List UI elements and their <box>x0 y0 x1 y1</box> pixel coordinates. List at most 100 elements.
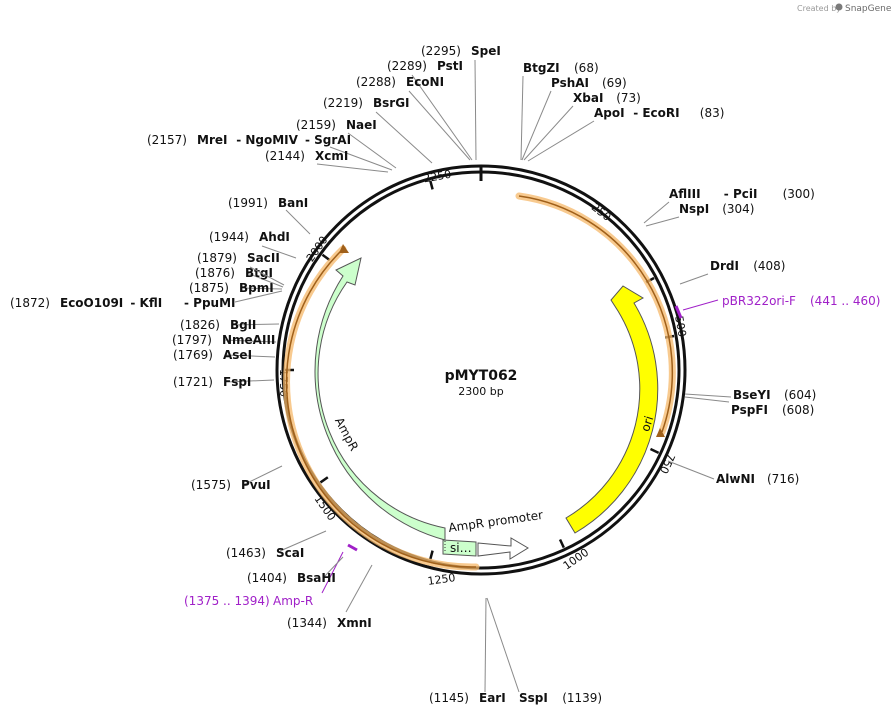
primer-amp-r-leader <box>321 551 344 594</box>
site-name[interactable]: NspI <box>679 202 709 216</box>
site-name[interactable]: EcoO109I <box>60 296 123 310</box>
site-name[interactable]: PvuI <box>241 478 271 492</box>
site-name-extra[interactable]: - KflI <box>130 296 162 310</box>
site-name[interactable]: MreI <box>197 133 227 147</box>
site-name[interactable]: BanI <box>278 196 308 210</box>
site-name[interactable]: BtgZI <box>523 61 560 75</box>
site-name[interactable]: PstI <box>437 59 463 73</box>
feature-ori-label: ori <box>638 414 656 433</box>
site-position: (83) <box>700 106 725 120</box>
site-name[interactable]: EcoNI <box>406 75 444 89</box>
site-name[interactable]: XbaI <box>573 91 603 105</box>
orf-line-ampr-region <box>285 248 477 568</box>
tick-label: 1250 <box>427 571 457 588</box>
site-leader-line <box>679 273 709 285</box>
orf-arcs <box>283 192 676 571</box>
feature-ampr-promoter[interactable] <box>477 537 529 560</box>
site-position: (1139) <box>562 691 602 705</box>
site-leader-line <box>408 90 471 161</box>
snapgene-credit: Created by SnapGene <box>797 3 892 14</box>
site-leader-line <box>645 216 680 227</box>
site-position: (1826) <box>180 318 220 332</box>
site-name[interactable]: XcmI <box>315 149 348 163</box>
site-position: (1944) <box>209 230 249 244</box>
site-position: (1876) <box>195 266 235 280</box>
primer-pbr322ori-f-range: (441 .. 460) <box>810 294 880 308</box>
site-name[interactable]: AflIII <box>669 187 701 201</box>
site-name[interactable]: SspI <box>519 691 548 705</box>
primers: pBR322ori-F (441 .. 460) (1375 .. 1394) … <box>184 294 880 608</box>
site-name[interactable]: FspI <box>223 375 251 389</box>
site-name-extra[interactable]: - PpuMI <box>184 296 236 310</box>
site-name[interactable]: NmeAIII <box>222 333 275 347</box>
plasmid-size: 2300 bp <box>458 385 503 398</box>
site-leader-line <box>520 75 524 161</box>
site-name[interactable]: EarI <box>479 691 506 705</box>
site-name-extra[interactable]: - SgrAI <box>305 133 351 147</box>
site-position: (2289) <box>387 59 427 73</box>
site-name[interactable]: SacII <box>247 251 280 265</box>
site-position: (1575) <box>191 478 231 492</box>
feature-signal-peptide-label: si… <box>450 541 472 555</box>
site-leader-line <box>246 272 284 288</box>
site-leader-line <box>347 132 397 169</box>
site-name[interactable]: BseYI <box>733 388 771 402</box>
site-name-extra[interactable]: - NgoMIV <box>236 133 298 147</box>
site-leader-line <box>279 530 327 552</box>
tick-mark <box>649 447 660 454</box>
site-position: (1145) <box>429 691 469 705</box>
site-position: (1797) <box>172 333 212 347</box>
site-position: (68) <box>574 61 599 75</box>
site-leader-line <box>521 90 552 161</box>
site-name[interactable]: PshAI <box>551 76 589 90</box>
site-name[interactable]: SpeI <box>471 44 501 58</box>
site-leader-line <box>484 597 487 693</box>
site-leader-line <box>234 290 283 303</box>
site-name[interactable]: NaeI <box>346 118 377 132</box>
site-position: (2219) <box>323 96 363 110</box>
site-name[interactable]: AseI <box>223 348 252 362</box>
site-name-extra[interactable]: - EcoRI <box>633 106 679 120</box>
site-name[interactable]: BglI <box>230 318 256 332</box>
site-name[interactable]: ScaI <box>276 546 304 560</box>
feature-signal-peptide[interactable] <box>442 539 477 557</box>
tick-label: 2250 <box>422 168 452 186</box>
site-name[interactable]: DrdI <box>710 259 739 273</box>
site-name[interactable]: ApoI <box>594 106 625 120</box>
tick-label: 500 <box>672 315 688 338</box>
site-name[interactable]: AlwNI <box>716 472 755 486</box>
site-leader-line <box>232 323 280 326</box>
site-name[interactable]: PspFI <box>731 403 768 417</box>
site-leader-line <box>285 209 311 235</box>
features: ori AmpR si… AmpR promoter <box>314 257 659 560</box>
site-position: (2159) <box>296 118 336 132</box>
site-name[interactable]: AhdI <box>259 230 290 244</box>
snapgene-logo-icon <box>835 3 843 11</box>
site-name[interactable]: BtgI <box>245 266 273 280</box>
site-name[interactable]: BsrGI <box>373 96 410 110</box>
plasmid-name: pMYT062 <box>445 368 518 384</box>
site-leader-line <box>411 74 473 161</box>
backbone <box>275 164 687 576</box>
feature-ampr-promoter-label: AmpR promoter <box>447 508 543 535</box>
site-leader-line <box>329 146 393 171</box>
feature-ori[interactable] <box>565 285 659 534</box>
site-position: (304) <box>722 202 754 216</box>
primer-amp-r-range: (1375 .. 1394) <box>184 594 270 608</box>
site-name-extra[interactable]: - PciI <box>724 187 758 201</box>
site-leader-line <box>684 396 730 403</box>
credit-brand: SnapGene <box>845 4 892 14</box>
site-leader-line <box>375 111 433 164</box>
site-position: (73) <box>616 91 641 105</box>
site-position: (408) <box>753 259 785 273</box>
site-name[interactable]: BpmI <box>239 281 274 295</box>
feature-ampr[interactable] <box>314 257 446 541</box>
orf-arrow-ampr-region-icon <box>339 244 349 253</box>
site-name[interactable]: BsaHI <box>297 571 336 585</box>
site-name[interactable]: XmnI <box>337 616 372 630</box>
site-leader-line <box>527 120 595 162</box>
site-leader-line <box>225 379 275 383</box>
site-position: (2295) <box>421 44 461 58</box>
site-position: (2288) <box>356 75 396 89</box>
site-leader-line <box>643 201 670 224</box>
